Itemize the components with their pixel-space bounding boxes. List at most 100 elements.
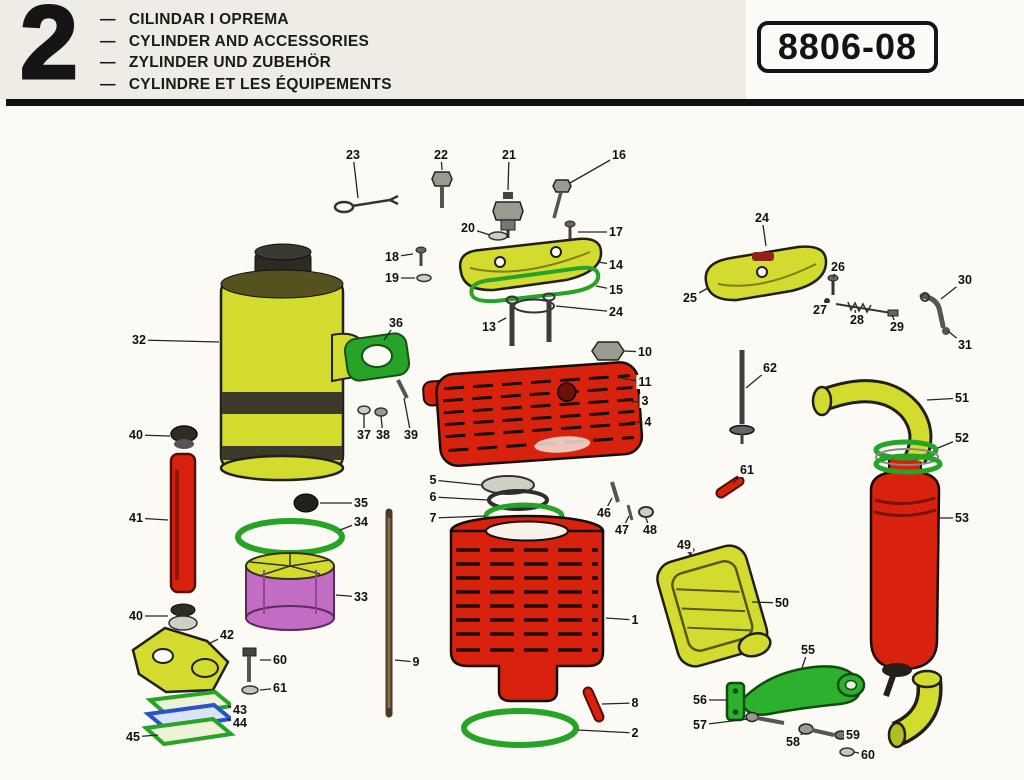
spacer-plate-44 — [143, 702, 236, 731]
part-callout-45: 45 — [124, 730, 142, 744]
part-callout-40: 40 — [127, 428, 145, 442]
leader-line-2 — [577, 729, 636, 734]
part-callout-2: 2 — [629, 726, 641, 740]
cylinder-head — [422, 361, 644, 468]
part-callout-60: 60 — [859, 748, 877, 762]
part-callout-51: 51 — [953, 391, 971, 405]
part-callout-53: 53 — [953, 511, 971, 525]
dash-bullet: — — [100, 75, 116, 93]
part-callout-20: 20 — [459, 221, 477, 235]
part-callout-61: 61 — [738, 463, 756, 477]
header-divider-rule — [6, 99, 1024, 106]
intake-flange-gasket — [343, 332, 411, 382]
part-callout-52: 52 — [953, 431, 971, 445]
part-callout-11: 11 — [636, 375, 654, 389]
part-callout-55: 55 — [799, 643, 817, 657]
part-callout-19: 19 — [383, 271, 401, 285]
leader-line-8 — [601, 702, 636, 705]
valve-62 — [729, 350, 755, 444]
leader-line-24 — [555, 305, 617, 313]
figure-code: 8806-08 — [777, 26, 917, 67]
bolt-16 — [552, 179, 572, 219]
part-callout-32: 32 — [130, 333, 148, 347]
part-callout-40: 40 — [127, 609, 145, 623]
head-cover-right — [704, 245, 828, 302]
part-callout-46: 46 — [595, 506, 613, 520]
part-callout-15: 15 — [607, 283, 625, 297]
spark-plug-21 — [492, 192, 524, 238]
lever-part-23 — [333, 194, 399, 214]
leader-line-5 — [432, 479, 482, 486]
elbow-hose — [887, 669, 943, 749]
bracket-bolt — [241, 647, 259, 695]
title-text-hr: CILINDAR I OPREMA — [128, 11, 289, 28]
part-callout-23: 23 — [344, 148, 362, 162]
part-callout-34: 34 — [352, 515, 370, 529]
part-callout-61: 61 — [271, 681, 289, 695]
part-callout-8: 8 — [629, 696, 641, 710]
part-callout-16: 16 — [610, 148, 628, 162]
part-callout-22: 22 — [432, 148, 450, 162]
air-box — [656, 544, 772, 668]
part-callout-6: 6 — [427, 490, 439, 504]
leader-line-7 — [432, 515, 486, 519]
title-text-fr: CYLINDRE ET LES ÉQUIPEMENTS — [128, 75, 392, 93]
part-callout-13: 13 — [480, 320, 498, 334]
title-text-de: ZYLINDER UND ZUBEHÖR — [128, 54, 332, 71]
dash-bullet: — — [100, 54, 116, 71]
part-callout-24: 24 — [607, 305, 625, 319]
red-pin-61 — [715, 475, 745, 499]
mounting-bracket — [131, 626, 230, 694]
part-callout-39: 39 — [402, 428, 420, 442]
page-header: 2 — CILINDAR I OPREMA — CYLINDER AND ACC… — [0, 0, 1024, 103]
part-callout-3: 3 — [639, 394, 651, 408]
dowel-pin-8 — [582, 686, 605, 723]
part-callout-30: 30 — [956, 273, 974, 287]
part-callout-57: 57 — [691, 718, 709, 732]
part-callout-29: 29 — [888, 320, 906, 334]
cylinder — [449, 514, 605, 703]
cover-gasket — [469, 265, 601, 304]
bolt-22 — [431, 171, 453, 208]
part-callout-62: 62 — [761, 361, 779, 375]
part-callout-25: 25 — [681, 291, 699, 305]
title-line-hr: — CILINDAR I OPREMA — [100, 9, 392, 31]
gasket-plate-45 — [141, 716, 236, 747]
leader-line-32 — [138, 339, 220, 343]
part-callout-9: 9 — [410, 655, 422, 669]
part-callout-1: 1 — [629, 613, 641, 627]
part-callout-48: 48 — [641, 523, 659, 537]
part-callout-42: 42 — [218, 628, 236, 642]
part-callout-38: 38 — [374, 428, 392, 442]
washer-19 — [416, 273, 432, 283]
part-callout-60: 60 — [271, 653, 289, 667]
title-block: — CILINDAR I OPREMA — CYLINDER AND ACCES… — [100, 9, 392, 95]
nut-10 — [591, 341, 625, 361]
part-callout-24: 24 — [753, 211, 771, 225]
base-gasket — [461, 708, 579, 748]
washers-40-bottom — [168, 603, 198, 631]
flange-hardware — [357, 379, 409, 417]
title-text-en: CYLINDER AND ACCESSORIES — [128, 32, 370, 50]
dash-bullet: — — [100, 11, 116, 28]
air-filter-canister — [219, 243, 370, 482]
part-callout-10: 10 — [636, 345, 654, 359]
figure-code-box: 8806-08 — [756, 21, 938, 73]
part-callout-14: 14 — [607, 258, 625, 272]
bolt-18 — [415, 246, 427, 266]
part-callout-5: 5 — [427, 473, 439, 487]
head-cover — [458, 237, 603, 292]
washer-20 — [488, 231, 508, 241]
part-callout-58: 58 — [784, 735, 802, 749]
head-studs — [505, 292, 556, 346]
part-callout-56: 56 — [691, 693, 709, 707]
title-line-en: — CYLINDER AND ACCESSORIES — [100, 31, 392, 53]
part-callout-41: 41 — [127, 511, 145, 525]
part-callout-49: 49 — [675, 538, 693, 552]
part-callout-43: 43 — [231, 703, 249, 717]
part-callout-31: 31 — [956, 338, 974, 352]
part-callout-47: 47 — [613, 523, 631, 537]
